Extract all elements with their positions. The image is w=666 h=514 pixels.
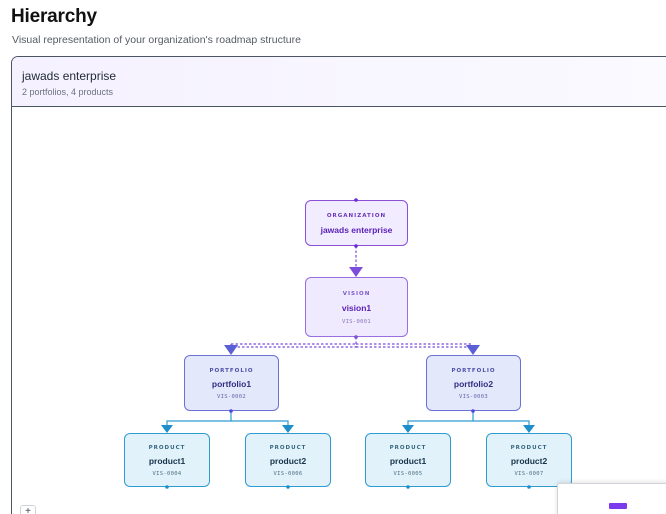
node-code: VIS-0002 bbox=[217, 394, 246, 400]
arrow-product-p2b-icon bbox=[523, 425, 535, 433]
node-organization[interactable]: ORGANIZATION jawads enterprise bbox=[305, 200, 408, 246]
card-subtitle: 2 portfolios, 4 products bbox=[22, 87, 114, 97]
node-type-label: PORTFOLIO bbox=[451, 368, 496, 374]
node-portfolio2[interactable]: PORTFOLIO portfolio2 VIS-0003 bbox=[426, 355, 521, 411]
arrow-portfolio1-icon bbox=[224, 345, 238, 355]
node-type-label: PRODUCT bbox=[269, 445, 307, 451]
node-portfolio1[interactable]: PORTFOLIO portfolio1 VIS-0002 bbox=[184, 355, 279, 411]
arrow-product-p2a-icon bbox=[402, 425, 414, 433]
node-name: portfolio1 bbox=[211, 379, 252, 389]
node-code: VIS-0007 bbox=[514, 471, 544, 477]
node-code: VIS-0003 bbox=[459, 394, 488, 400]
node-code: VIS-0006 bbox=[273, 471, 303, 477]
edge-portfolio2-products bbox=[407, 411, 530, 426]
node-name: product2 bbox=[510, 456, 548, 466]
card-header: jawads enterprise 2 portfolios, 4 produc… bbox=[12, 57, 666, 107]
arrow-product-p1a-icon bbox=[161, 425, 173, 433]
minimap[interactable] bbox=[557, 483, 666, 514]
arrow-product-p1b-icon bbox=[282, 425, 294, 433]
page-title: Hierarchy bbox=[11, 6, 97, 27]
card-title: jawads enterprise bbox=[22, 69, 117, 83]
node-vision[interactable]: VISION vision1 VIS-0001 bbox=[305, 277, 408, 337]
arrow-portfolio2-icon bbox=[466, 345, 480, 355]
edge-portfolio1-products bbox=[166, 411, 289, 426]
node-name: portfolio2 bbox=[453, 379, 494, 389]
node-type-label: PRODUCT bbox=[148, 445, 186, 451]
node-code: VIS-0004 bbox=[152, 471, 182, 477]
plus-icon: + bbox=[25, 506, 31, 514]
arrow-vision-icon bbox=[349, 267, 363, 277]
node-product-p2-b[interactable]: PRODUCT product2 VIS-0007 bbox=[486, 433, 572, 487]
edge-vision-portfolios bbox=[230, 337, 473, 348]
node-type-label: PRODUCT bbox=[510, 445, 548, 451]
node-code: VIS-0005 bbox=[393, 471, 423, 477]
node-name: product2 bbox=[269, 456, 307, 466]
page-subtitle: Visual representation of your organizati… bbox=[12, 34, 301, 46]
node-code: VIS-0001 bbox=[342, 319, 371, 325]
node-product-p1-b[interactable]: PRODUCT product2 VIS-0006 bbox=[245, 433, 331, 487]
node-product-p1-a[interactable]: PRODUCT product1 VIS-0004 bbox=[124, 433, 210, 487]
node-type-label: PRODUCT bbox=[389, 445, 427, 451]
node-type-label: ORGANIZATION bbox=[326, 213, 387, 219]
node-name: vision1 bbox=[341, 303, 372, 313]
zoom-in-button[interactable]: + bbox=[20, 505, 36, 514]
node-name: product1 bbox=[148, 456, 186, 466]
node-type-label: PORTFOLIO bbox=[209, 368, 254, 374]
node-product-p2-a[interactable]: PRODUCT product1 VIS-0005 bbox=[365, 433, 451, 487]
minimap-node bbox=[609, 503, 627, 509]
node-name: jawads enterprise bbox=[320, 225, 393, 235]
node-name: product1 bbox=[389, 456, 427, 466]
node-type-label: VISION bbox=[342, 291, 371, 297]
